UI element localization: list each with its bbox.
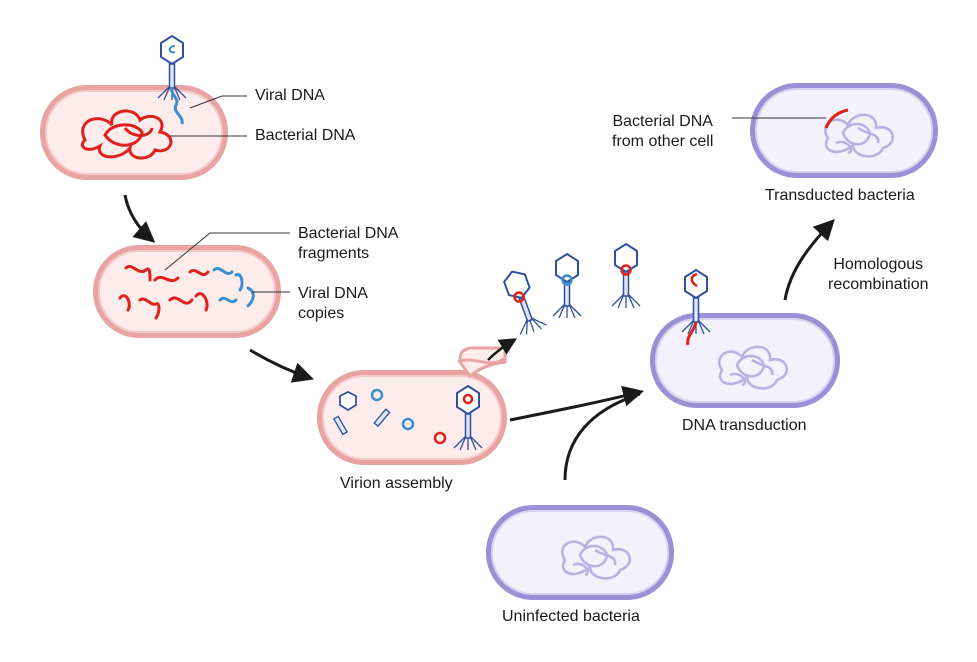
injected-bacterial-dna — [686, 321, 698, 346]
label-viral-dna-copies-line1: Viral DNA — [298, 285, 368, 302]
transduction-cell — [650, 269, 840, 408]
label-homologous-line2: recombination — [828, 276, 929, 293]
label-viral-dna: Viral DNA — [255, 87, 325, 104]
label-other-cell-dna-line1: Bacterial DNA — [612, 113, 713, 130]
label-other-cell-dna: Bacterial DNA from other cell — [612, 112, 713, 152]
label-dna-fragments-line1: Bacterial DNA — [298, 225, 399, 242]
integrated-dna-segment — [824, 108, 849, 129]
label-viral-dna-copies-line2: copies — [298, 305, 345, 322]
bacterial-dna-tangle — [80, 109, 173, 160]
label-homologous-recombination: Homologous recombination — [828, 255, 929, 295]
label-viral-dna-copies: Viral DNA copies — [298, 284, 368, 324]
label-dna-fragments-line2: fragments — [298, 245, 370, 262]
label-other-cell-dna-line2: from other cell — [612, 133, 714, 150]
uninfected-cell — [486, 505, 674, 600]
bacterial-dna-fragments — [118, 265, 210, 320]
label-homologous-line1: Homologous — [833, 256, 924, 273]
assembly-components — [332, 385, 483, 451]
transducted-cell — [750, 83, 938, 178]
infected-cell — [40, 85, 228, 180]
label-dna-transduction: DNA transduction — [682, 417, 807, 434]
released-phages — [497, 243, 641, 338]
label-transducted-bacteria: Transducted bacteria — [765, 187, 915, 204]
label-bacterial-dna: Bacterial DNA — [255, 127, 356, 144]
arrow-uninfected-to-transduction — [563, 392, 641, 481]
arrow-replication-to-assembly — [249, 348, 314, 383]
arrow-release — [487, 338, 518, 361]
arrow-homologous-recombination — [783, 218, 835, 301]
label-dna-fragments: Bacterial DNA fragments — [298, 224, 398, 264]
phage-attached — [157, 35, 187, 125]
arrow-assembly-to-transduction — [509, 385, 645, 422]
label-virion-assembly: Virion assembly — [340, 475, 453, 492]
viral-dna-injected — [170, 87, 184, 125]
viral-dna-copies — [212, 267, 255, 308]
label-uninfected-bacteria: Uninfected bacteria — [502, 608, 640, 625]
arrow-infection-to-replication — [123, 194, 156, 243]
